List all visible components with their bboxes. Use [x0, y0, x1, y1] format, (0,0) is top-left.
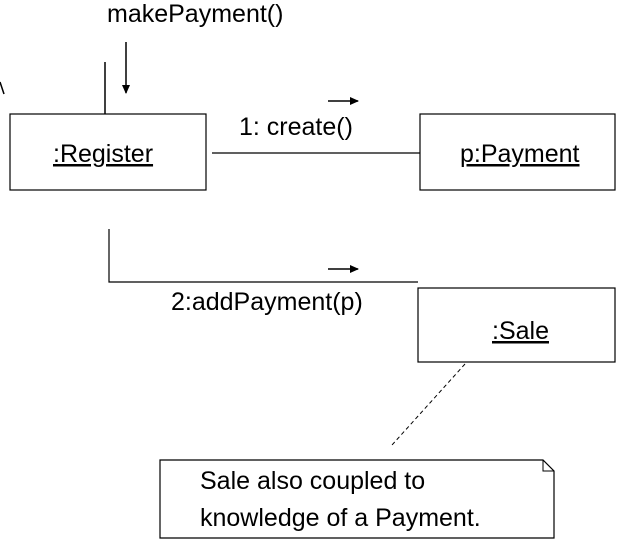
- register-box: [9, 113, 207, 191]
- add-payment-message-label: 2:addPayment(p): [171, 288, 363, 316]
- create-message-label: 1: create(): [239, 113, 353, 141]
- note-folded-corner: [542, 460, 554, 472]
- note: Sale also coupled to knowledge of a Paym…: [159, 459, 555, 539]
- note-anchor-line: [391, 363, 466, 446]
- note-line-2: knowledge of a Payment.: [200, 504, 481, 532]
- payment-box: [419, 113, 616, 191]
- register-sale-link: [108, 229, 418, 283]
- sale-box: [417, 287, 616, 363]
- sale-name: :Sale: [492, 317, 549, 345]
- payment-name: p:Payment: [460, 140, 580, 168]
- register-object[interactable]: :Register: [9, 113, 207, 191]
- note-box: [159, 459, 555, 539]
- note-line-1: Sale also coupled to: [200, 467, 425, 495]
- incoming-message-label: makePayment(): [107, 0, 283, 28]
- register-name: :Register: [53, 140, 153, 168]
- edge-mark: [0, 81, 5, 95]
- payment-object[interactable]: p:Payment: [419, 113, 616, 191]
- sale-object[interactable]: :Sale: [417, 287, 616, 363]
